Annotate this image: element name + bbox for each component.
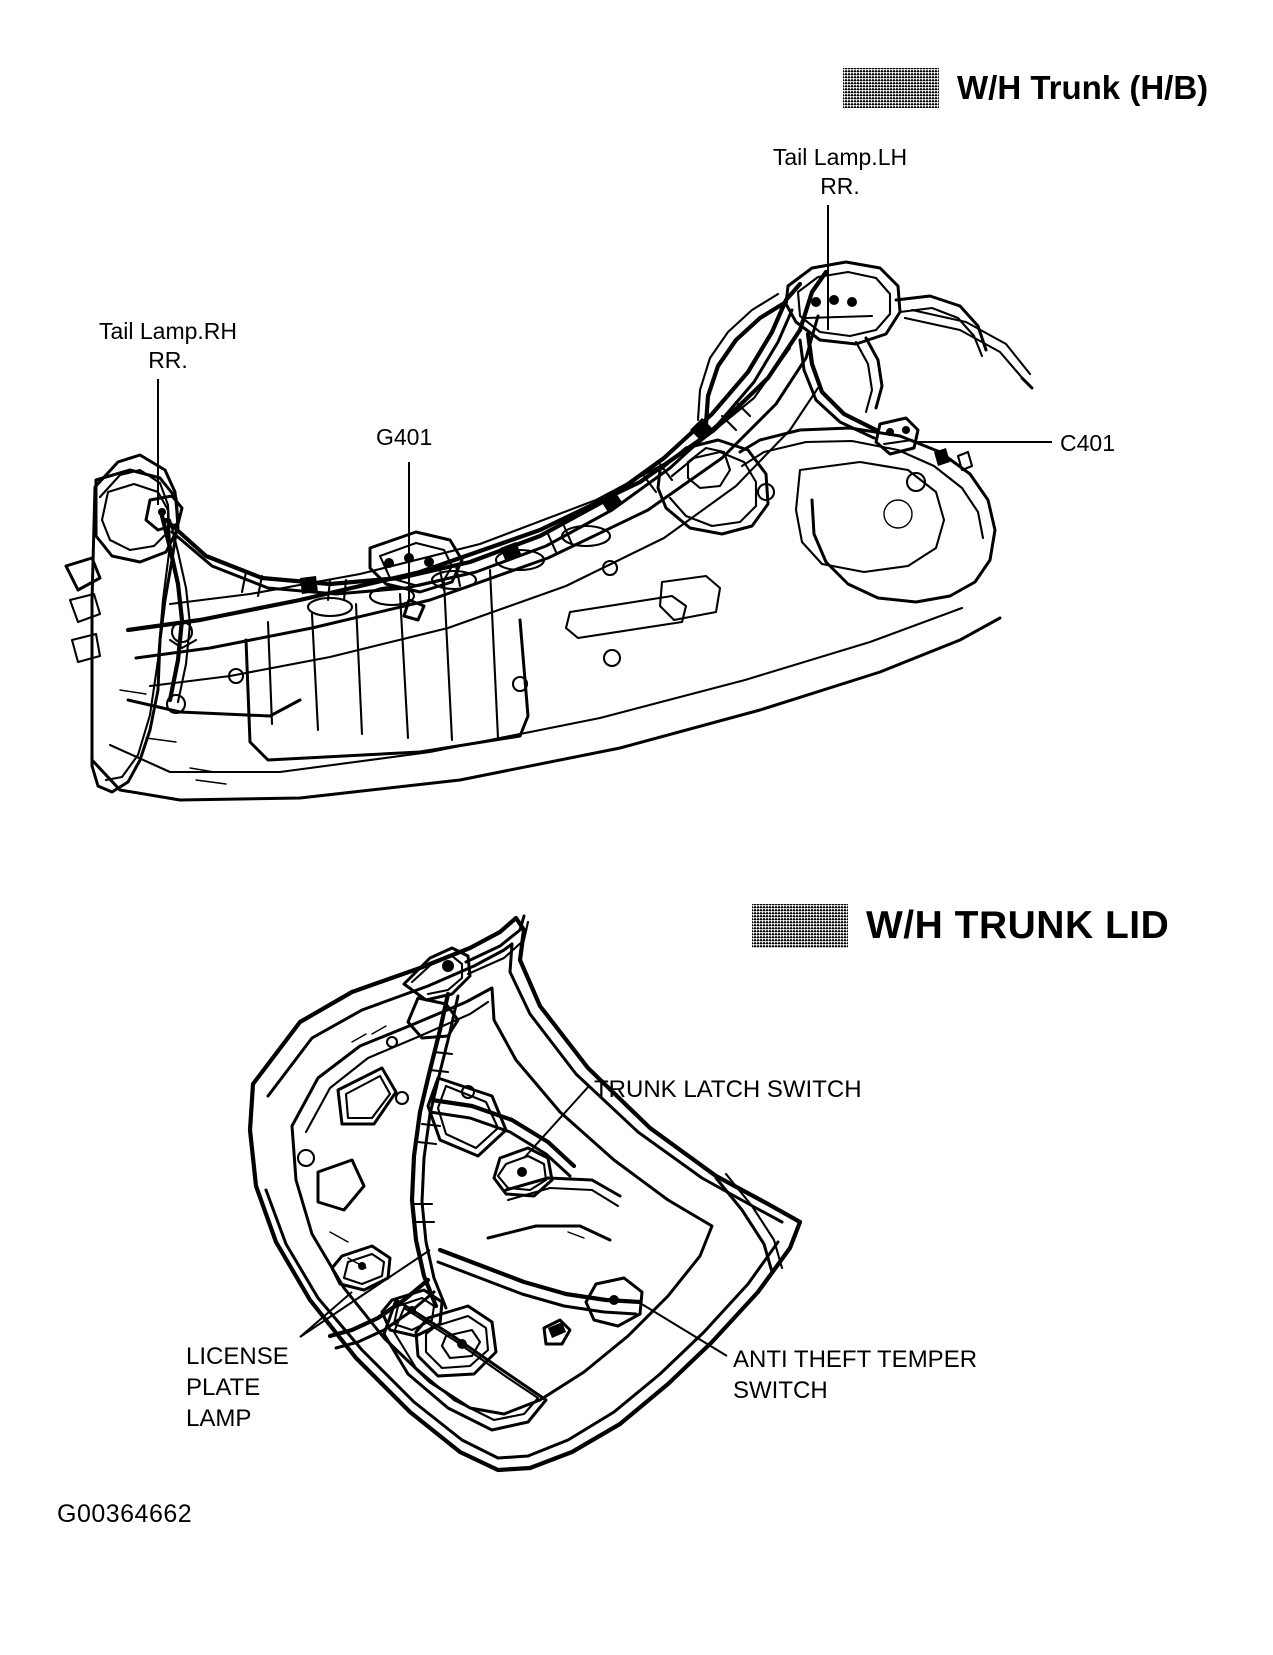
section-header-trunk-hb: W/H Trunk (H/B) xyxy=(843,68,1208,108)
callout-license-plate-lamp: LICENSE PLATE LAMP xyxy=(186,1343,289,1433)
section-title-trunk-lid: W/H TRUNK LID xyxy=(866,904,1170,947)
section-title-trunk-hb: W/H Trunk (H/B) xyxy=(957,69,1209,106)
callout-tail-lamp-rh: Tail Lamp.RH RR. xyxy=(98,318,238,374)
halftone-gray-swatch-icon xyxy=(843,68,939,108)
callout-trunk-latch-switch: TRUNK LATCH SWITCH xyxy=(594,1076,862,1103)
section-header-trunk-lid: W/H TRUNK LID xyxy=(752,904,1169,948)
halftone-gray-swatch-icon xyxy=(752,904,848,948)
callout-ground-g401: G401 xyxy=(376,424,433,450)
callout-anti-theft-temper-switch: ANTI THEFT TEMPER SWITCH xyxy=(733,1346,978,1405)
figure-id-label: G00364662 xyxy=(57,1500,193,1528)
callout-tail-lamp-lh: Tail Lamp.LH RR. xyxy=(772,144,908,200)
callout-connector-c401: C401 xyxy=(1060,430,1115,456)
